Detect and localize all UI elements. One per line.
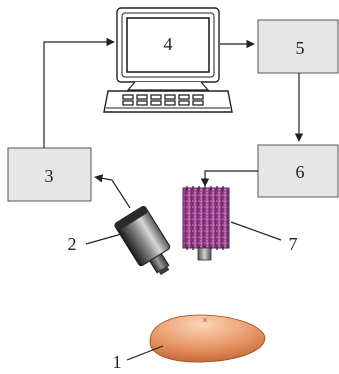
- arrow-6-to-7: [200, 170, 258, 187]
- label-2: 2: [68, 234, 77, 254]
- label-4: 4: [164, 34, 173, 54]
- box-6: 6: [257, 144, 339, 198]
- arrow-3-to-4: [43, 37, 115, 148]
- arrow-2-to-3: [94, 174, 131, 209]
- box-3: 3: [7, 147, 92, 202]
- label-7: 7: [289, 234, 298, 254]
- keyboard-keys: [122, 94, 204, 106]
- box-3-rect: [7, 147, 92, 202]
- computer-icon: 4: [103, 7, 233, 113]
- light-source-icon: [182, 186, 230, 261]
- leader-7: [230, 221, 282, 241]
- label-3: 3: [45, 166, 54, 186]
- label-1: 1: [113, 352, 122, 372]
- box-5-rect: [257, 19, 339, 74]
- sample-icon: [149, 314, 266, 363]
- box-6-rect: [257, 144, 339, 198]
- label-6: 6: [296, 162, 305, 182]
- box-5: 5: [257, 19, 339, 74]
- leader-1: [126, 345, 164, 361]
- leader-2: [85, 232, 126, 245]
- label-5: 5: [296, 38, 305, 58]
- camera-icon: [114, 205, 171, 276]
